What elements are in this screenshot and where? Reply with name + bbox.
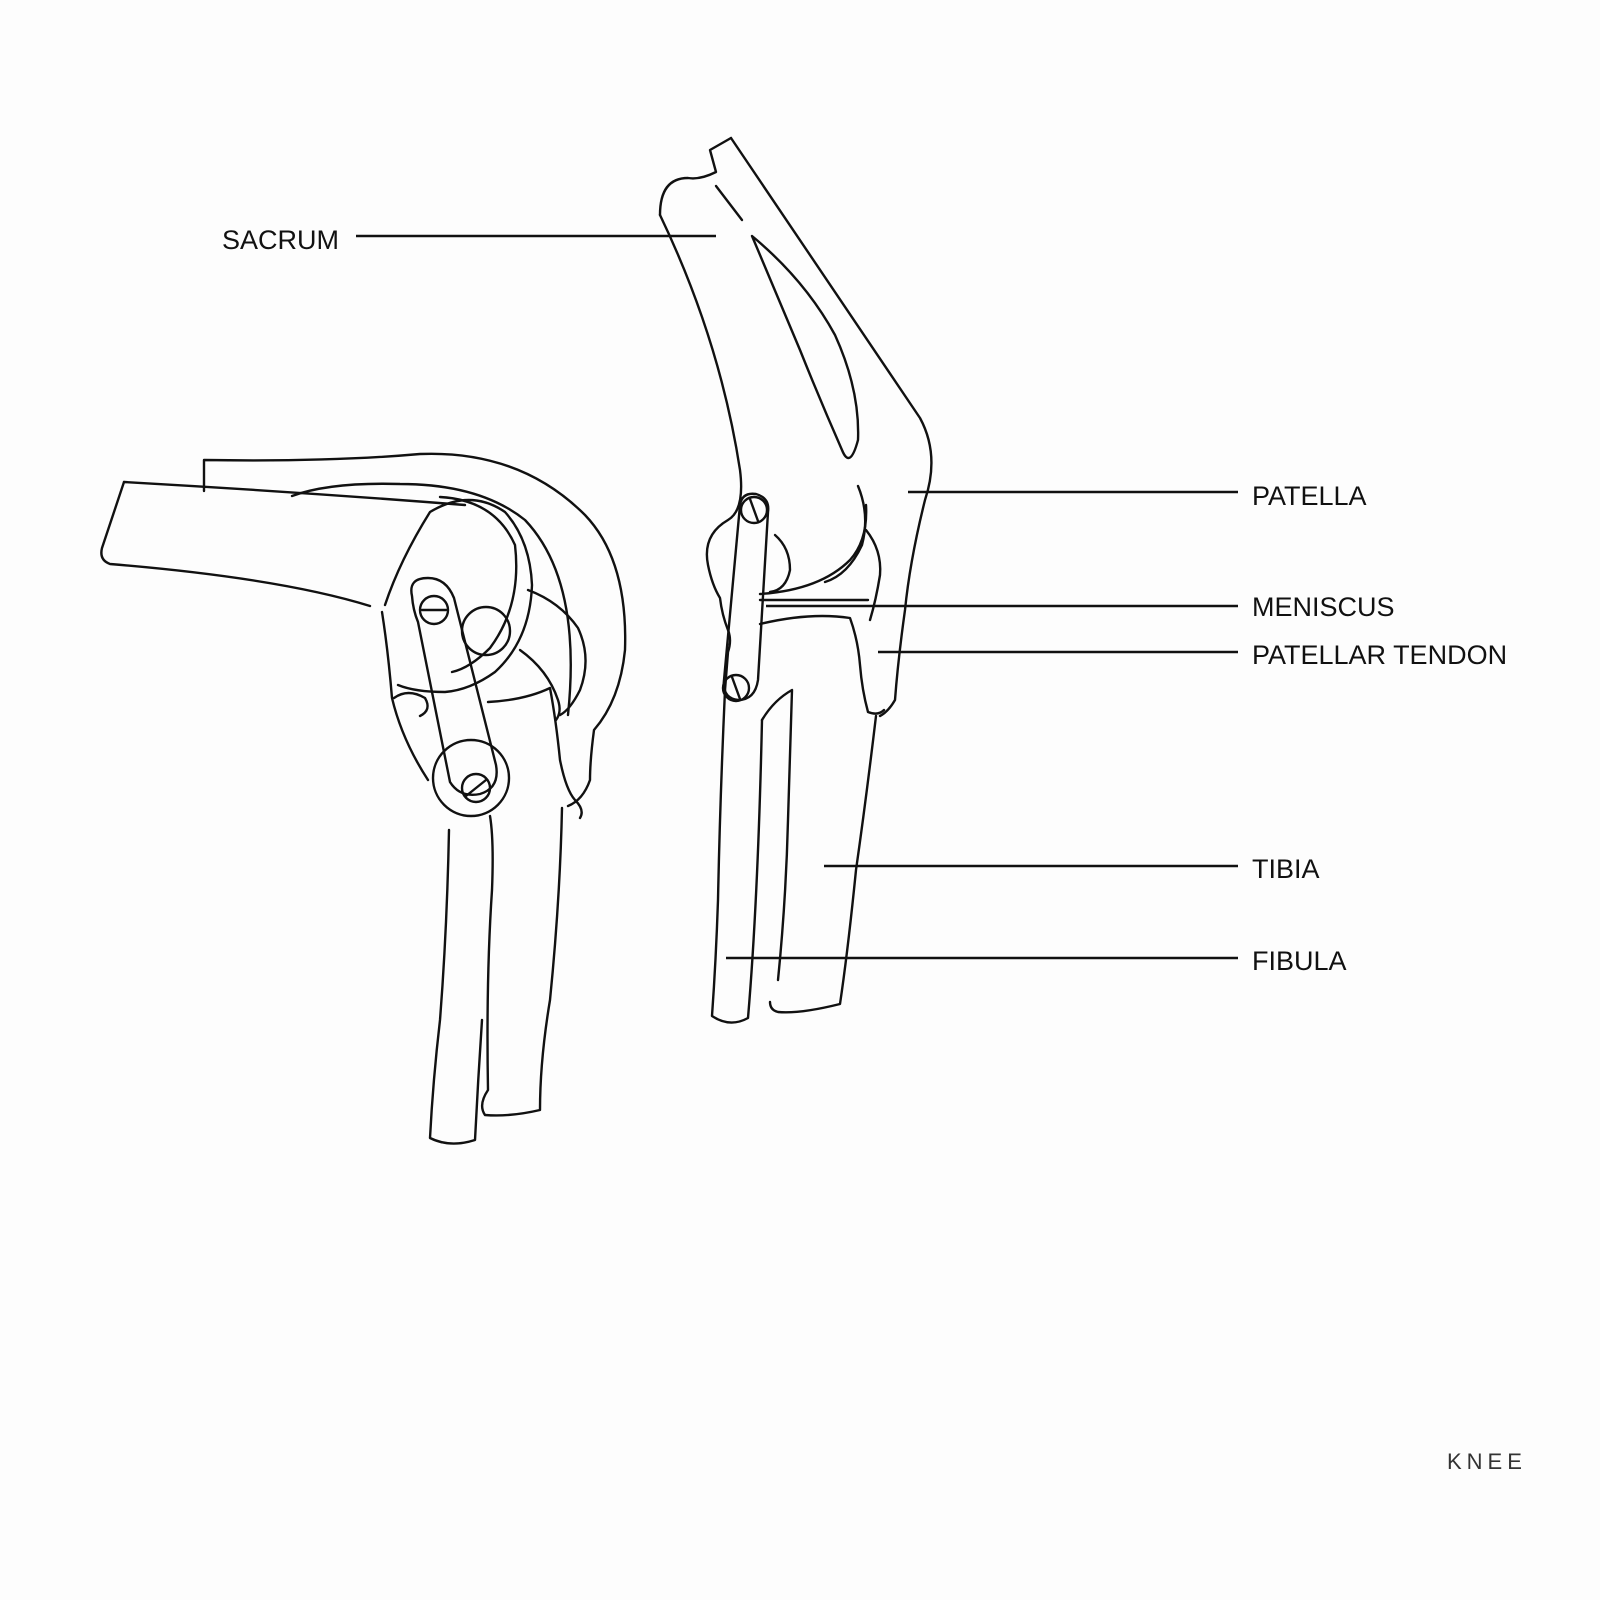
left-fibula-shaft bbox=[428, 828, 484, 1145]
right-upper-screw bbox=[739, 495, 769, 525]
left-femoral-condyle bbox=[383, 498, 534, 694]
left-thigh-contour bbox=[202, 452, 627, 808]
left-tibia-plateau bbox=[486, 686, 583, 820]
right-femur-inner-sliver bbox=[750, 234, 860, 460]
sacrum-label: SACRUM bbox=[222, 225, 339, 255]
left-lower-hinge-ring bbox=[431, 738, 511, 818]
right-patella-arc bbox=[823, 484, 867, 584]
patella-label: PATELLA bbox=[1252, 481, 1367, 511]
left-condyle-inner-arc bbox=[438, 495, 518, 674]
left-joint-outline bbox=[380, 610, 430, 782]
left-condyle-circle bbox=[460, 605, 512, 657]
right-femur-channel bbox=[714, 184, 744, 222]
right-lower-screw-slot bbox=[730, 675, 742, 701]
extended-knee-illustration bbox=[658, 136, 933, 1024]
labels: SACRUM PATELLA MENISCUS PATELLAR TENDON … bbox=[222, 225, 1527, 1474]
right-upper-screw-slot bbox=[748, 497, 760, 523]
right-tibia-back bbox=[768, 714, 878, 1014]
right-hinge-bar bbox=[722, 492, 770, 702]
patellar-tendon-label: PATELLAR TENDON bbox=[1252, 640, 1507, 670]
right-condyle-interior bbox=[768, 533, 792, 594]
left-tibia-shaft bbox=[480, 806, 564, 1117]
left-femur-shaft bbox=[100, 480, 372, 608]
left-thigh-inner-contour bbox=[290, 482, 572, 717]
right-condyle-lower-arc bbox=[758, 503, 868, 596]
meniscus-label: MENISCUS bbox=[1252, 592, 1395, 622]
right-lower-screw bbox=[721, 673, 751, 703]
left-hinge-bar bbox=[410, 576, 498, 796]
fibula-label: FIBULA bbox=[1252, 946, 1347, 976]
right-fibula-shaft bbox=[710, 688, 764, 1024]
left-lower-screw-slot bbox=[464, 778, 488, 798]
leader-lines bbox=[356, 234, 1238, 960]
left-lower-screw bbox=[460, 772, 492, 804]
right-tibial-plateau bbox=[758, 614, 886, 715]
flexed-knee-illustration bbox=[100, 452, 627, 1145]
caption-knee: KNEE bbox=[1447, 1449, 1527, 1474]
left-patella-inner bbox=[518, 648, 561, 722]
left-joint-bump bbox=[392, 691, 429, 718]
left-femur-upper-edge bbox=[122, 480, 467, 507]
tibia-label: TIBIA bbox=[1252, 854, 1320, 884]
right-femur-notch bbox=[658, 136, 733, 217]
right-tibia-shaft bbox=[760, 688, 794, 982]
right-femur-back-edge bbox=[729, 136, 933, 718]
left-upper-screw bbox=[418, 594, 450, 626]
right-patella-inner-arc bbox=[864, 528, 882, 622]
left-patella bbox=[526, 588, 587, 717]
